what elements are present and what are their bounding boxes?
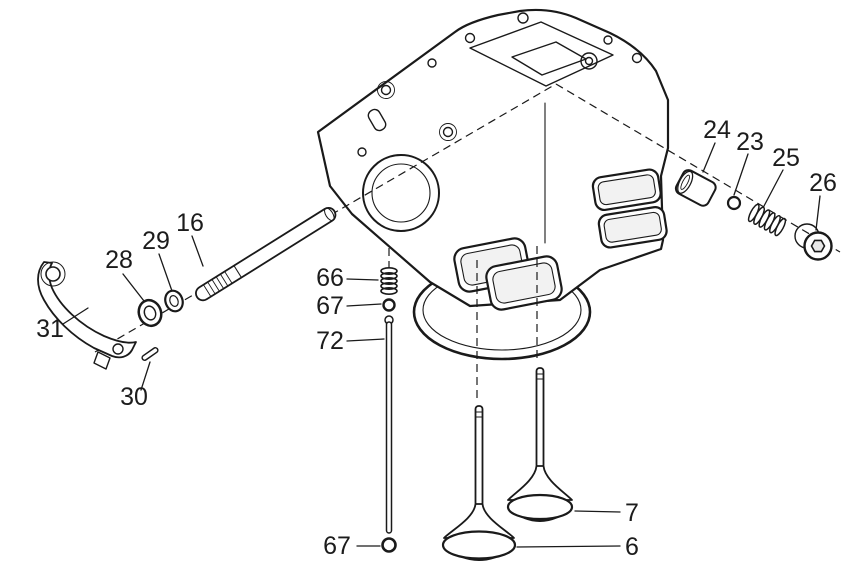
callout-31: 31 (36, 315, 64, 343)
callout-67-lower: 67 (323, 532, 351, 560)
valve-7 (506, 367, 574, 522)
callout-24: 24 (703, 116, 731, 144)
pushrod-72 (384, 315, 394, 534)
leader-lines (62, 142, 821, 548)
callout-7: 7 (625, 499, 639, 527)
callout-labels: 24 23 25 26 16 29 28 31 30 66 67 72 67 7… (36, 116, 837, 561)
seal-ring-28 (137, 298, 163, 328)
valve-spring-66 (380, 266, 398, 295)
callout-16: 16 (176, 209, 204, 237)
callout-23: 23 (736, 128, 764, 156)
plug-26 (794, 223, 833, 261)
pin-30 (141, 347, 159, 361)
rocker-shaft-16 (195, 206, 337, 302)
spring-25 (747, 203, 787, 237)
callout-66: 66 (316, 264, 344, 292)
callout-28: 28 (105, 246, 133, 274)
o-ring-67-upper (382, 298, 396, 312)
valve-port-pad-right (485, 255, 563, 311)
rocker-arm-31 (37, 261, 137, 370)
callout-26: 26 (809, 169, 837, 197)
callout-25: 25 (772, 144, 800, 172)
callout-29: 29 (142, 227, 170, 255)
tappet-24 (674, 169, 717, 207)
callout-6: 6 (625, 533, 639, 561)
callout-72: 72 (316, 327, 344, 355)
callout-67-upper: 67 (316, 292, 344, 320)
valve-6 (441, 405, 517, 561)
callout-30: 30 (120, 383, 148, 411)
rocker-pads (591, 168, 668, 249)
cylinder-head-drawing (316, 8, 670, 311)
o-ring-29 (164, 289, 184, 313)
o-ring-23 (726, 195, 742, 211)
o-ring-67-lower (381, 537, 397, 553)
